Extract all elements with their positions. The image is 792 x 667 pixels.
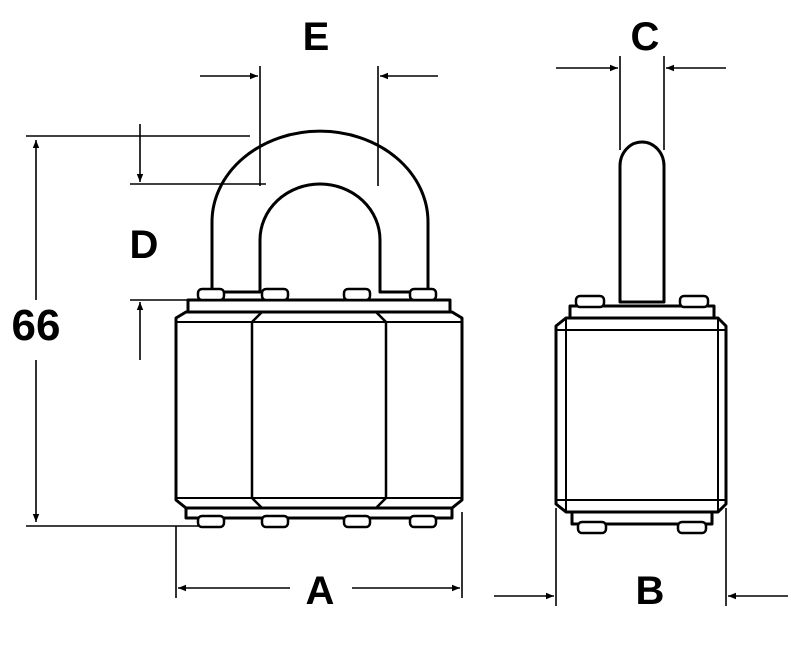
side-bottom-cap [570,510,714,526]
side-bottom-rivets [576,520,708,535]
side-shackle [618,140,666,304]
front-top-cap [186,298,452,314]
label-d: D [130,223,159,267]
padlock-front-view [174,129,464,529]
label-a: A [306,569,335,613]
dimension-e [200,66,438,186]
front-shackle [210,129,430,294]
front-bottom-rivets [196,514,438,529]
dimension-lines [26,56,788,606]
side-top-rivets [574,294,710,309]
front-bottom-cap [184,506,454,520]
front-top-rivets [196,287,438,302]
label-b: B [636,569,665,613]
front-body [174,310,464,510]
dimension-a [175,512,463,598]
label-e: E [303,15,330,59]
padlock-side-view [554,140,728,535]
label-c: C [631,15,660,59]
dimension-b [494,508,788,606]
side-body [554,316,728,514]
label-height-66: 66 [12,301,61,350]
front-center-panel [250,311,388,509]
dimension-d [130,124,266,360]
dimension-c [556,56,726,150]
dimension-height [26,135,250,527]
